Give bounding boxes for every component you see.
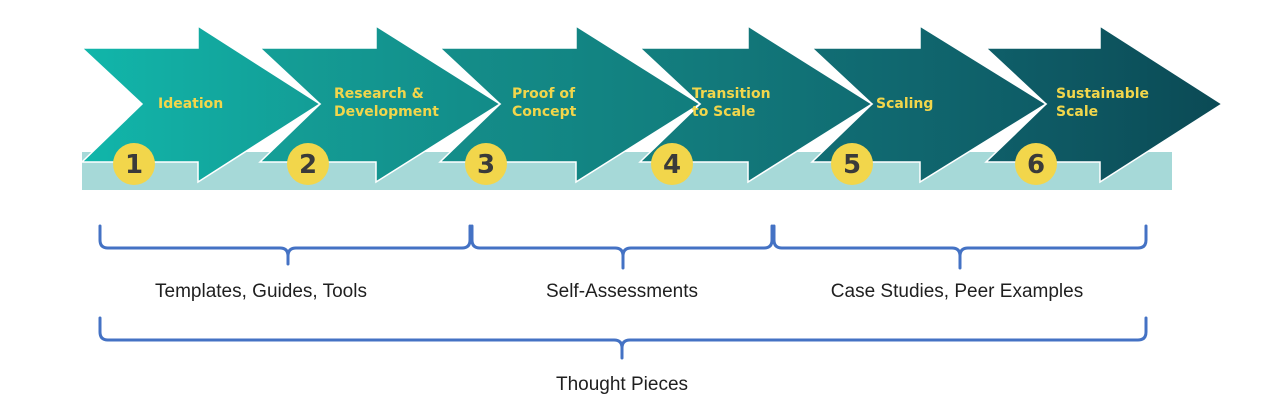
stage-label-6: Sustainable Scale xyxy=(1056,86,1154,120)
stage-label-3: Proof of Concept xyxy=(512,86,580,120)
stage-labels: Ideation Research & Development Proof of… xyxy=(158,86,1154,120)
stage-number-6: 6 xyxy=(1015,143,1057,185)
label-self-assessments: Self-Assessments xyxy=(546,281,698,302)
stage-arrows xyxy=(80,24,1224,184)
svg-text:1: 1 xyxy=(125,150,143,180)
stage-label-4: Transition to Scale xyxy=(692,86,775,120)
stage-number-2: 2 xyxy=(287,143,329,185)
stage-number-3: 3 xyxy=(465,143,507,185)
stage-arrow-4 xyxy=(638,24,874,184)
bracket-case-studies xyxy=(772,224,1148,270)
svg-text:2: 2 xyxy=(299,150,317,180)
stage-label-2: Research & Development xyxy=(334,86,439,120)
bracket-self-assessments xyxy=(470,224,774,270)
stage-label-5: Scaling xyxy=(876,96,933,112)
stage-arrow-6 xyxy=(984,24,1224,184)
stage-arrow-1 xyxy=(80,24,322,184)
svg-text:3: 3 xyxy=(477,150,495,180)
label-thought-pieces: Thought Pieces xyxy=(556,374,688,395)
stage-number-1: 1 xyxy=(113,143,155,185)
stage-arrow-3 xyxy=(438,24,702,184)
stage-arrow-2 xyxy=(258,24,502,184)
svg-text:6: 6 xyxy=(1027,150,1045,180)
label-case-studies: Case Studies, Peer Examples xyxy=(831,281,1083,302)
bracket-thought-pieces xyxy=(98,316,1148,360)
stage-label-1: Ideation xyxy=(158,96,223,112)
resource-brackets xyxy=(98,224,1148,360)
svg-text:4: 4 xyxy=(663,150,681,180)
stage-numbers: 1 2 3 4 5 6 xyxy=(113,143,1057,185)
svg-text:5: 5 xyxy=(843,150,861,180)
stage-arrow-5 xyxy=(810,24,1048,184)
stage-number-4: 4 xyxy=(651,143,693,185)
stage-number-5: 5 xyxy=(831,143,873,185)
resource-labels: Templates, Guides, Tools Self-Assessment… xyxy=(155,281,1083,395)
label-templates: Templates, Guides, Tools xyxy=(155,281,367,302)
bracket-templates xyxy=(98,224,472,266)
